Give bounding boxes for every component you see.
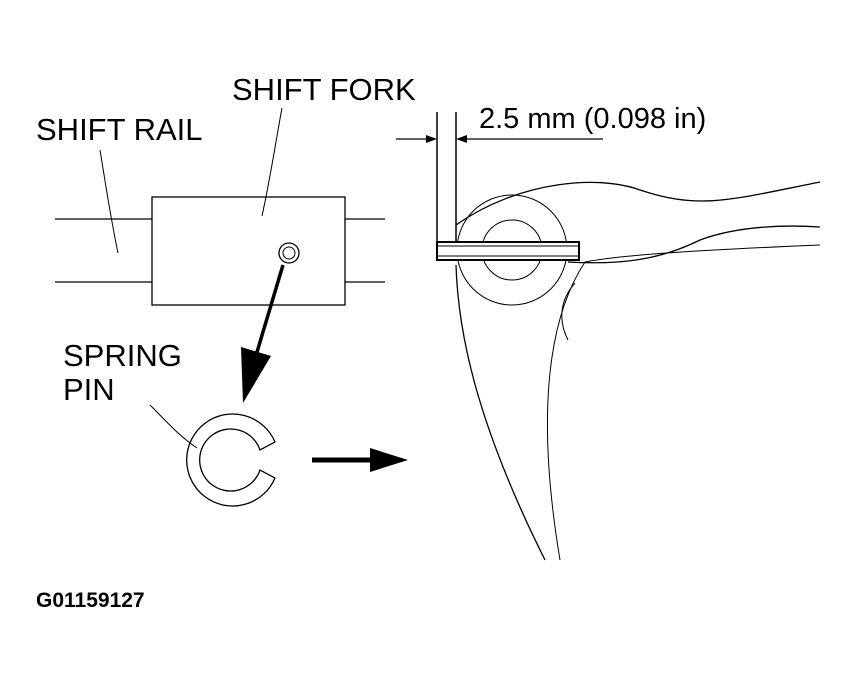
right-arrow xyxy=(312,448,408,472)
spring-pin-c-shape xyxy=(186,413,276,507)
shift-rail-label: SHIFT RAIL xyxy=(36,112,203,147)
spring-pin-label-line1: SPRING xyxy=(63,338,182,373)
shift-rail-leader xyxy=(99,149,119,254)
shift-fork-label: SHIFT FORK xyxy=(232,72,416,107)
shift-fork-leader xyxy=(261,107,283,217)
pin-hole xyxy=(278,242,300,264)
down-arrow xyxy=(241,264,285,403)
shift-fork-block xyxy=(151,196,346,306)
dimension-label: 2.5 mm (0.098 in) xyxy=(479,103,706,135)
spring-pin-leader xyxy=(149,404,198,449)
spring-pin-label-line2: PIN xyxy=(63,372,115,407)
figure-id: G01159127 xyxy=(36,589,145,612)
fork-body-outline xyxy=(455,181,821,561)
dimension-marks xyxy=(396,112,603,242)
shift-rail xyxy=(55,218,385,283)
installed-spring-pin xyxy=(436,241,580,261)
